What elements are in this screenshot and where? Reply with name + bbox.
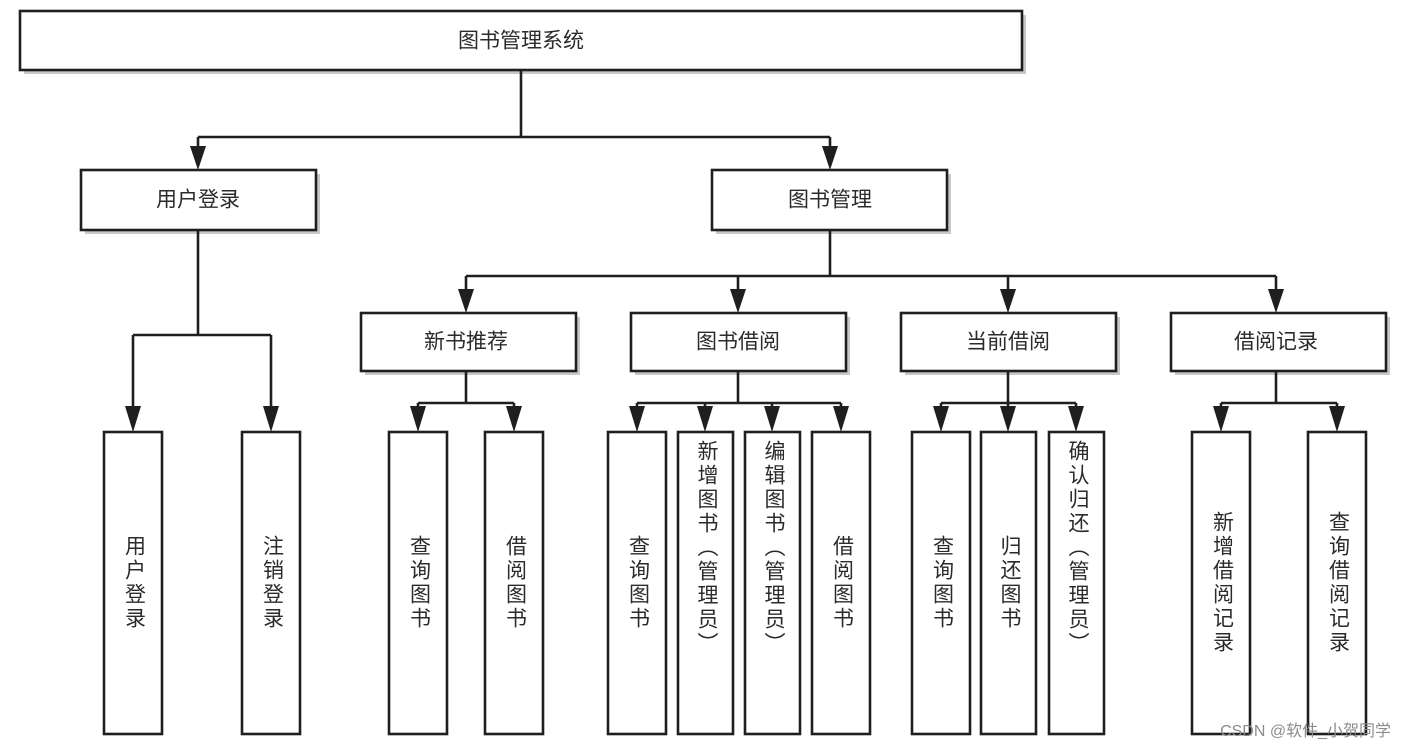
node-new-book-recommend-label: 新书推荐 — [424, 331, 508, 354]
arrowhead-bb-leaf-3 — [764, 406, 780, 432]
leaf-bb-edit-book-rect — [743, 430, 802, 736]
arrowhead-bb-leaf-2 — [697, 406, 713, 432]
leaf-cb-confirm-return-rect — [1047, 430, 1106, 736]
arrowhead-user-login — [190, 146, 206, 170]
arrowhead-book-management — [822, 146, 838, 170]
leaf-bb-add-book-rect — [676, 430, 735, 736]
arrowhead-br-leaf-2 — [1329, 406, 1345, 432]
node-borrow-records-rect — [1169, 311, 1388, 373]
node-borrow-records[interactable] — [1169, 311, 1390, 375]
arrowhead-book-borrow — [730, 289, 746, 313]
leaf-logout-rect — [240, 430, 302, 736]
arrowhead-leaf-user-login — [125, 406, 141, 432]
node-book-borrow[interactable] — [629, 311, 850, 375]
node-current-borrow[interactable] — [899, 311, 1120, 375]
leaf-node-cb-query-book[interactable] — [910, 430, 972, 736]
leaf-node-cb-return-book[interactable] — [979, 430, 1038, 736]
leaf-user-login-rect — [102, 430, 164, 736]
node-new-book-recommend[interactable] — [359, 311, 580, 375]
node-current-borrow-rect — [899, 311, 1118, 373]
arrowhead-bb-leaf-4 — [833, 406, 849, 432]
leaf-node-bb-borrow-book[interactable] — [810, 430, 872, 736]
arrowhead-cb-leaf-1 — [933, 406, 949, 432]
node-current-borrow-label: 当前借阅 — [966, 331, 1050, 354]
arrowhead-bb-leaf-1 — [629, 406, 645, 432]
arrowhead-nb-leaf-1 — [410, 406, 426, 432]
leaf-node-cb-confirm-return[interactable] — [1047, 430, 1106, 736]
leaf-cb-return-book-rect — [979, 430, 1038, 736]
arrowhead-cb-leaf-2 — [1000, 406, 1016, 432]
arrowhead-leaf-logout — [263, 406, 279, 432]
leaf-nb-borrow-book-rect — [483, 430, 545, 736]
node-new-book-recommend-rect — [359, 311, 578, 373]
node-root[interactable] — [18, 9, 1026, 74]
arrowhead-new-book-recommend — [458, 289, 474, 313]
leaf-bb-borrow-book-rect — [810, 430, 872, 736]
leaf-nb-query-book-rect — [387, 430, 449, 736]
node-book-borrow-label: 图书借阅 — [696, 331, 780, 354]
leaf-node-bb-edit-book[interactable] — [743, 430, 802, 736]
leaf-node-br-add-record[interactable] — [1190, 430, 1252, 736]
leaf-node-logout[interactable] — [240, 430, 302, 736]
arrowhead-cb-leaf-3 — [1068, 406, 1084, 432]
leaf-br-add-record-rect — [1190, 430, 1252, 736]
leaf-node-nb-query-book[interactable] — [387, 430, 449, 736]
arrowhead-borrow-records — [1268, 289, 1284, 313]
node-root-rect — [18, 9, 1024, 72]
leaf-node-bb-query-book[interactable] — [606, 430, 668, 736]
arrowhead-nb-leaf-2 — [506, 406, 522, 432]
leaf-node-nb-borrow-book[interactable] — [483, 430, 545, 736]
node-user-login-label: 用户登录 — [156, 189, 240, 212]
leaf-cb-query-book-rect — [910, 430, 972, 736]
node-user-login[interactable] — [79, 168, 320, 234]
node-book-management-label: 图书管理 — [788, 189, 872, 212]
leaf-node-bb-add-book[interactable] — [676, 430, 735, 736]
node-borrow-records-label: 借阅记录 — [1234, 331, 1318, 354]
node-root-label: 图书管理系统 — [458, 30, 584, 53]
arrowhead-br-leaf-1 — [1213, 406, 1229, 432]
node-user-login-rect — [79, 168, 318, 232]
leaf-node-br-query-record[interactable] — [1306, 430, 1368, 736]
leaf-bb-query-book-rect — [606, 430, 668, 736]
leaf-br-query-record-rect — [1306, 430, 1368, 736]
arrowhead-current-borrow — [1000, 289, 1016, 313]
leaf-node-user-login[interactable] — [102, 430, 164, 736]
